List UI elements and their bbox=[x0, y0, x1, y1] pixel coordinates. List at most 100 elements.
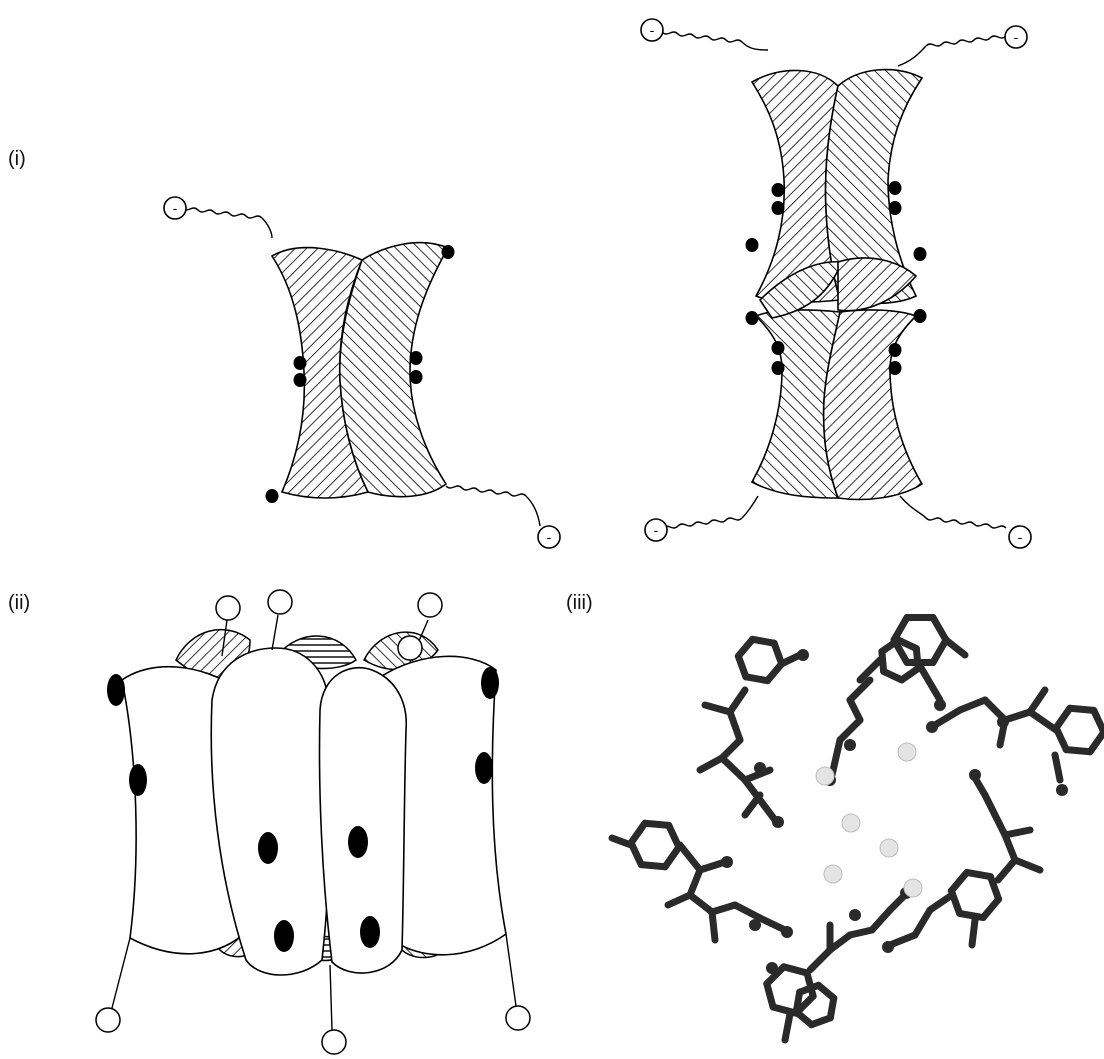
tail bbox=[900, 496, 1006, 528]
bond-stick bbox=[690, 870, 700, 895]
binding-site-dot bbox=[481, 667, 499, 699]
binding-site-dot bbox=[258, 832, 278, 864]
ion-sphere bbox=[880, 839, 898, 857]
bond-stick bbox=[830, 998, 833, 1018]
bond-stick bbox=[894, 617, 907, 640]
ion-sphere bbox=[824, 865, 842, 883]
bond-stick bbox=[983, 899, 998, 917]
bond-stick bbox=[760, 800, 775, 820]
bond-stick bbox=[1030, 690, 1045, 712]
charge-label: - bbox=[650, 22, 655, 38]
binding-site-dot bbox=[475, 752, 493, 784]
binding-site-dot bbox=[274, 920, 294, 952]
bond-stick bbox=[722, 740, 740, 758]
bond-stick bbox=[1094, 710, 1104, 732]
bond-stick bbox=[1056, 708, 1070, 728]
bond-stick bbox=[1005, 835, 1015, 860]
headgroup-circle bbox=[506, 1006, 530, 1030]
stem bbox=[506, 934, 516, 1006]
ion-sphere bbox=[816, 767, 834, 785]
bond-stick bbox=[785, 1014, 790, 1040]
headgroup-circle bbox=[268, 590, 292, 614]
binding-site-dot bbox=[772, 361, 785, 375]
bond-stick bbox=[641, 865, 665, 867]
bond-stick bbox=[998, 860, 1015, 880]
atom-ball bbox=[844, 739, 856, 751]
headgroup-circle bbox=[418, 593, 442, 617]
bond-stick bbox=[722, 758, 745, 780]
atom-ball bbox=[797, 649, 809, 661]
binding-site-dot bbox=[889, 361, 902, 375]
bond-stick bbox=[735, 905, 760, 918]
subunit-middle-wedge bbox=[838, 258, 916, 311]
binding-site-dot bbox=[914, 309, 927, 323]
binding-site-dot bbox=[914, 247, 927, 261]
bond-stick bbox=[810, 950, 830, 970]
bond-stick bbox=[915, 910, 930, 935]
bond-stick bbox=[967, 872, 991, 876]
bond-stick bbox=[946, 640, 965, 655]
bond-stick bbox=[1030, 712, 1056, 730]
binding-site-dot bbox=[442, 245, 455, 259]
ion-sphere bbox=[898, 743, 916, 761]
panel-iii-structure bbox=[612, 617, 1104, 1040]
atom-ball bbox=[721, 856, 733, 868]
bond-stick bbox=[1090, 732, 1104, 752]
bond-stick bbox=[712, 905, 735, 912]
bond-stick bbox=[930, 895, 952, 910]
bond-stick bbox=[920, 666, 940, 700]
binding-site-dot bbox=[772, 201, 785, 215]
bond-stick bbox=[1000, 720, 1005, 745]
charge-label: - bbox=[1014, 29, 1019, 45]
binding-site-dot bbox=[348, 826, 368, 858]
charge-label: - bbox=[547, 529, 552, 545]
bond-stick bbox=[700, 758, 722, 770]
bond-stick bbox=[840, 720, 860, 740]
headgroup-circle bbox=[322, 1030, 346, 1054]
bond-stick bbox=[933, 640, 946, 663]
atom-ball bbox=[754, 762, 766, 774]
bond-stick bbox=[1005, 712, 1030, 720]
bond-stick bbox=[1066, 750, 1090, 752]
atom-ball bbox=[1056, 784, 1068, 796]
tail bbox=[446, 486, 540, 526]
binding-site-dot bbox=[889, 343, 902, 357]
binding-site-dot bbox=[746, 311, 759, 325]
atom-ball bbox=[772, 816, 784, 828]
tail bbox=[662, 32, 768, 50]
bond-stick bbox=[832, 740, 840, 775]
bond-stick bbox=[690, 895, 712, 912]
stem bbox=[112, 938, 130, 1008]
bond-stick bbox=[933, 617, 946, 640]
ion-sphere bbox=[842, 814, 860, 832]
atom-ball bbox=[766, 962, 778, 974]
headgroup-circle bbox=[398, 636, 422, 660]
bond-stick bbox=[665, 847, 679, 867]
binding-site-dot bbox=[360, 916, 380, 948]
binding-site-dot bbox=[772, 341, 785, 355]
binding-site-dot bbox=[889, 181, 902, 195]
tail bbox=[182, 208, 272, 238]
panel-i-tetramer: - - - - bbox=[641, 19, 1031, 548]
atom-ball bbox=[969, 769, 981, 781]
binding-site-dot bbox=[746, 238, 759, 252]
bond-stick bbox=[712, 912, 715, 940]
subunit-bottom-right bbox=[824, 310, 922, 500]
bond-stick bbox=[745, 795, 760, 815]
stem bbox=[272, 615, 278, 650]
bond-stick bbox=[1055, 755, 1060, 780]
subunit-right bbox=[340, 243, 448, 497]
tail bbox=[898, 36, 1006, 66]
ion-sphere bbox=[904, 879, 922, 897]
binding-site-dot bbox=[107, 674, 125, 706]
atom-ball bbox=[749, 919, 761, 931]
binding-site-dot bbox=[266, 489, 279, 503]
binding-site-dot bbox=[294, 356, 307, 370]
bond-stick bbox=[1015, 860, 1040, 870]
atom-ball bbox=[882, 941, 894, 953]
stem bbox=[330, 965, 332, 1030]
bond-stick bbox=[872, 910, 890, 930]
panel-i-dimer: - - bbox=[164, 197, 560, 548]
bond-stick bbox=[631, 823, 645, 843]
